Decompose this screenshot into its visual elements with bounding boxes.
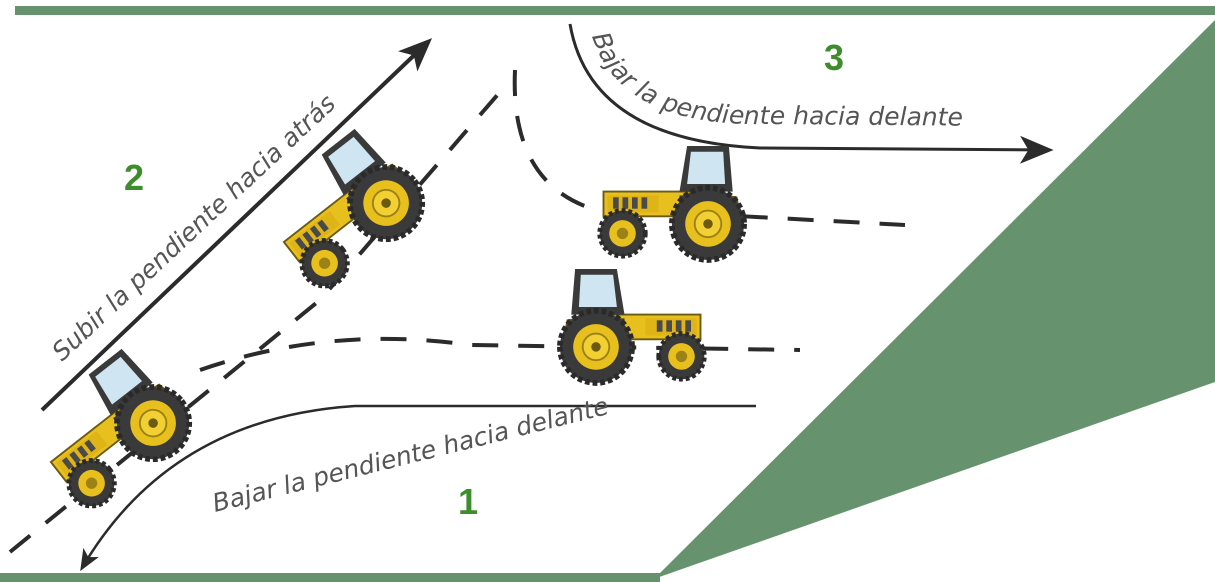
tractor-middle [560,269,704,383]
tractor-diagonal-lower [20,339,204,518]
tractor-path-lines [8,69,906,554]
top-border [15,6,1215,15]
step-number-3: 3 [824,37,844,78]
arrow-downhill-3 [568,23,1054,164]
direction-arrows [40,23,1054,572]
bottom-border [0,573,660,582]
tractor-upper-right [600,146,744,260]
step-number-2: 2 [124,157,144,198]
label-step-3: Bajar la pendiente hacia delante [586,28,963,132]
step-number-1: 1 [458,481,478,522]
arrow-downhill-1 [80,404,756,572]
label-step-2: Subir la pendiente hacia atrás [46,89,341,367]
path-curve-upper [512,69,906,227]
label-step-1: Bajar la pendiente hacia delante [209,391,611,518]
path-curve-lower [199,336,801,372]
slope-area [645,20,1215,582]
arrow-uphill [40,38,433,412]
